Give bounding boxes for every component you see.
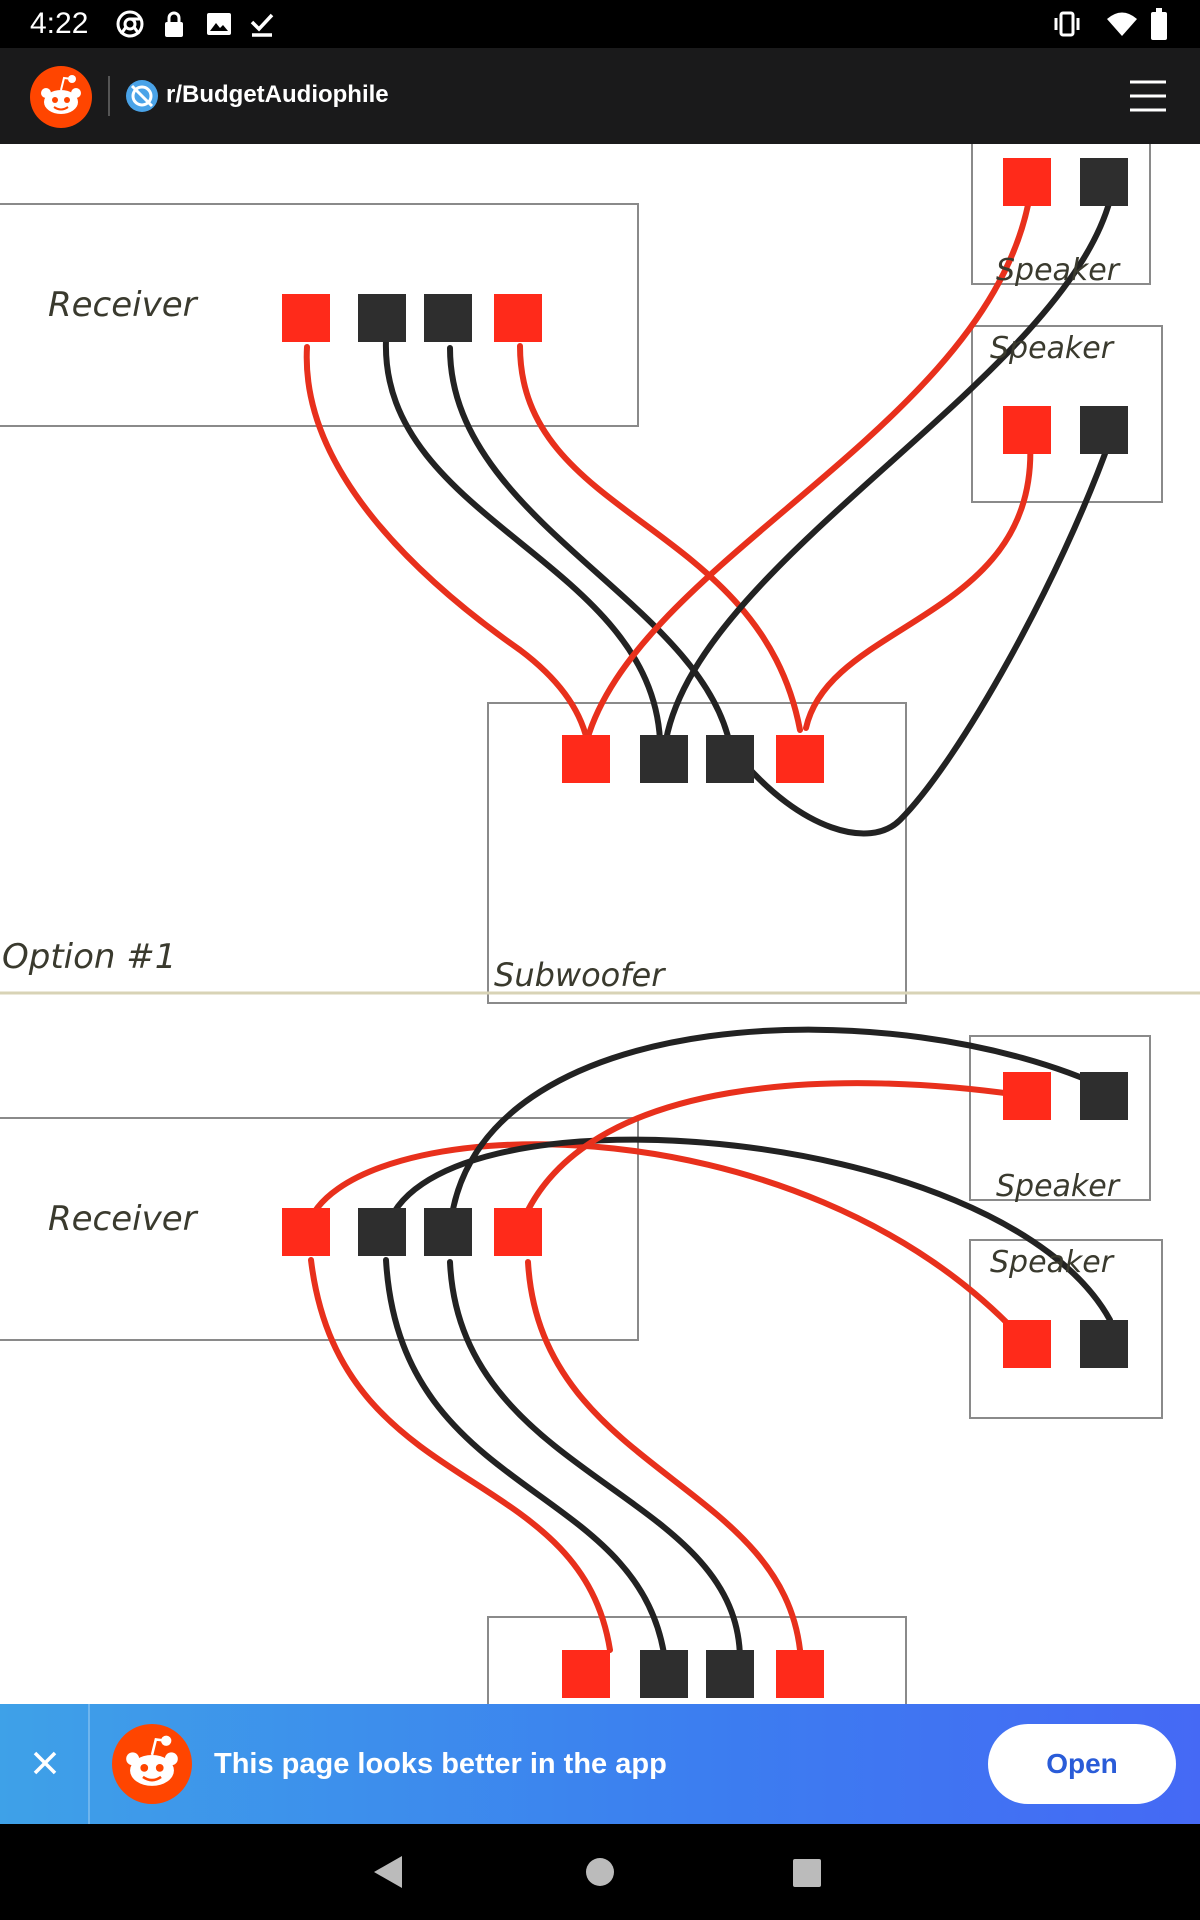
- status-bar: 4:22: [0, 0, 1200, 48]
- open-app-button[interactable]: Open: [988, 1724, 1176, 1804]
- wire-red: [308, 1257, 613, 1653]
- subwoofer-box: [487, 1616, 907, 1704]
- wire-red: [525, 1259, 803, 1653]
- terminal-black: [1080, 1320, 1128, 1368]
- terminal-red: [1003, 406, 1051, 454]
- banner-message: This page looks better in the app: [214, 1748, 667, 1780]
- terminal-black: [1080, 406, 1128, 454]
- speaker-label: Speaker: [990, 1245, 1115, 1280]
- receiver-box: [0, 1117, 639, 1341]
- speaker-box: [969, 1239, 1163, 1419]
- download-done-icon: [250, 13, 274, 37]
- terminal-black: [1080, 158, 1128, 206]
- image-icon: [207, 13, 231, 35]
- terminal-red: [1003, 1072, 1051, 1120]
- wire-red: [803, 437, 1034, 731]
- terminal-red: [776, 1650, 824, 1698]
- vibrate-icon: [1054, 11, 1080, 37]
- home-icon[interactable]: [584, 1856, 616, 1888]
- terminal-black: [706, 1650, 754, 1698]
- hamburger-menu-icon[interactable]: [1128, 78, 1168, 114]
- wire-black: [383, 1136, 1113, 1323]
- wire-red: [304, 1141, 1031, 1348]
- terminal-red: [1003, 1320, 1051, 1368]
- subwoofer-box: [487, 702, 907, 1004]
- banner-close-button[interactable]: [0, 1704, 90, 1824]
- terminal-red: [282, 1208, 330, 1256]
- status-time: 4:22: [30, 7, 89, 40]
- terminal-black: [358, 1208, 406, 1256]
- speaker-label: Speaker: [990, 331, 1115, 366]
- wire-black: [447, 1259, 743, 1663]
- subreddit-name[interactable]: r/BudgetAudiophile: [166, 81, 389, 108]
- wire-red: [517, 1080, 1029, 1231]
- close-icon: [33, 1751, 57, 1775]
- terminal-black: [424, 294, 472, 342]
- reddit-logo-icon: [112, 1724, 192, 1804]
- wire-black: [382, 337, 663, 743]
- wire-black: [447, 345, 733, 748]
- subwoofer-label: Subwoofer: [494, 956, 666, 994]
- speaker-box: [971, 144, 1151, 285]
- terminal-black: [358, 294, 406, 342]
- wire-red: [584, 202, 1031, 743]
- option-label: Option #1: [2, 937, 176, 977]
- chrome-icon: [116, 10, 144, 38]
- terminal-red: [562, 1650, 610, 1698]
- terminal-red: [282, 294, 330, 342]
- post-image[interactable]: Receiver Speaker Speaker Subwoofer Optio…: [0, 144, 1200, 1704]
- receiver-label: Receiver: [48, 1199, 199, 1239]
- terminal-black: [1080, 1072, 1128, 1120]
- terminal-red: [494, 1208, 542, 1256]
- app-bar: r/BudgetAudiophile: [0, 48, 1200, 144]
- terminal-black: [706, 735, 754, 783]
- receiver-box: [0, 203, 639, 427]
- wire-black: [447, 1026, 1113, 1233]
- speaker-label: Speaker: [996, 253, 1121, 288]
- wifi-icon: [1107, 12, 1137, 36]
- back-icon[interactable]: [372, 1854, 404, 1890]
- lock-icon: [165, 11, 183, 37]
- speaker-box: [969, 1035, 1151, 1201]
- terminal-black: [640, 1650, 688, 1698]
- terminal-red: [1003, 158, 1051, 206]
- system-nav-bar: [0, 1824, 1200, 1920]
- wire-red: [517, 343, 803, 733]
- wiring-diagram: Receiver Speaker Speaker Subwoofer Optio…: [0, 144, 1200, 1704]
- receiver-label: Receiver: [48, 285, 199, 325]
- recents-icon[interactable]: [792, 1858, 822, 1888]
- subreddit-icon[interactable]: [126, 80, 158, 112]
- terminal-black: [640, 735, 688, 783]
- wire-black: [383, 1257, 668, 1663]
- terminal-red: [494, 294, 542, 342]
- wire-black: [663, 197, 1113, 743]
- terminal-red: [776, 735, 824, 783]
- wire-red: [303, 344, 590, 743]
- app-bar-divider: [108, 76, 110, 116]
- terminal-red: [562, 735, 610, 783]
- speaker-box: [971, 325, 1163, 503]
- reddit-logo-icon[interactable]: [30, 66, 92, 128]
- open-in-app-banner: This page looks better in the app Open: [0, 1704, 1200, 1824]
- terminal-black: [424, 1208, 472, 1256]
- wire-black: [737, 437, 1113, 837]
- speaker-label: Speaker: [996, 1169, 1121, 1204]
- battery-icon: [1151, 8, 1167, 40]
